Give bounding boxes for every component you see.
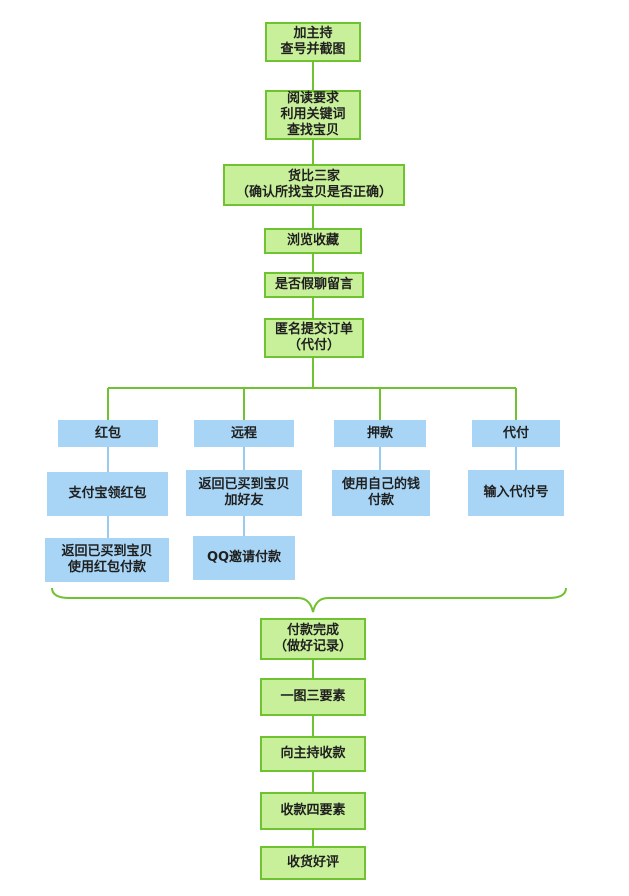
branch-header-red-packet: 红包 — [58, 420, 158, 447]
step-add-host: 加主持 查号并截图 — [265, 22, 361, 62]
step-browse-favorite: 浏览收藏 — [264, 228, 362, 254]
branch-step: 使用自己的钱 付款 — [332, 470, 430, 516]
branch-step: 返回已买到宝贝 使用红包付款 — [45, 538, 169, 582]
branch-header-remote: 远程 — [194, 420, 294, 447]
branch-step: 返回已买到宝贝 加好友 — [186, 470, 302, 516]
branch-header-proxy-pay: 代付 — [472, 420, 560, 447]
step-submit-order: 匿名提交订单 （代付） — [264, 318, 364, 358]
branch-step: QQ邀请付款 — [193, 536, 295, 580]
step-payment-complete: 付款完成 （做好记录） — [260, 618, 366, 660]
branch-header-deposit: 押款 — [334, 420, 426, 447]
step-one-image-three-elements: 一图三要素 — [260, 678, 366, 716]
step-compare-shops: 货比三家 （确认所找宝贝是否正确） — [223, 164, 405, 206]
step-collect-from-host: 向主持收款 — [260, 736, 366, 772]
branch-step: 支付宝领红包 — [47, 472, 168, 516]
step-read-requirements: 阅读要求 利用关键词 查找宝贝 — [265, 90, 361, 140]
branch-step: 输入代付号 — [468, 470, 564, 516]
step-positive-review: 收货好评 — [260, 846, 366, 880]
merge-brace — [51, 587, 567, 613]
step-fake-chat: 是否假聊留言 — [264, 272, 364, 298]
step-four-elements: 收款四要素 — [260, 792, 366, 830]
